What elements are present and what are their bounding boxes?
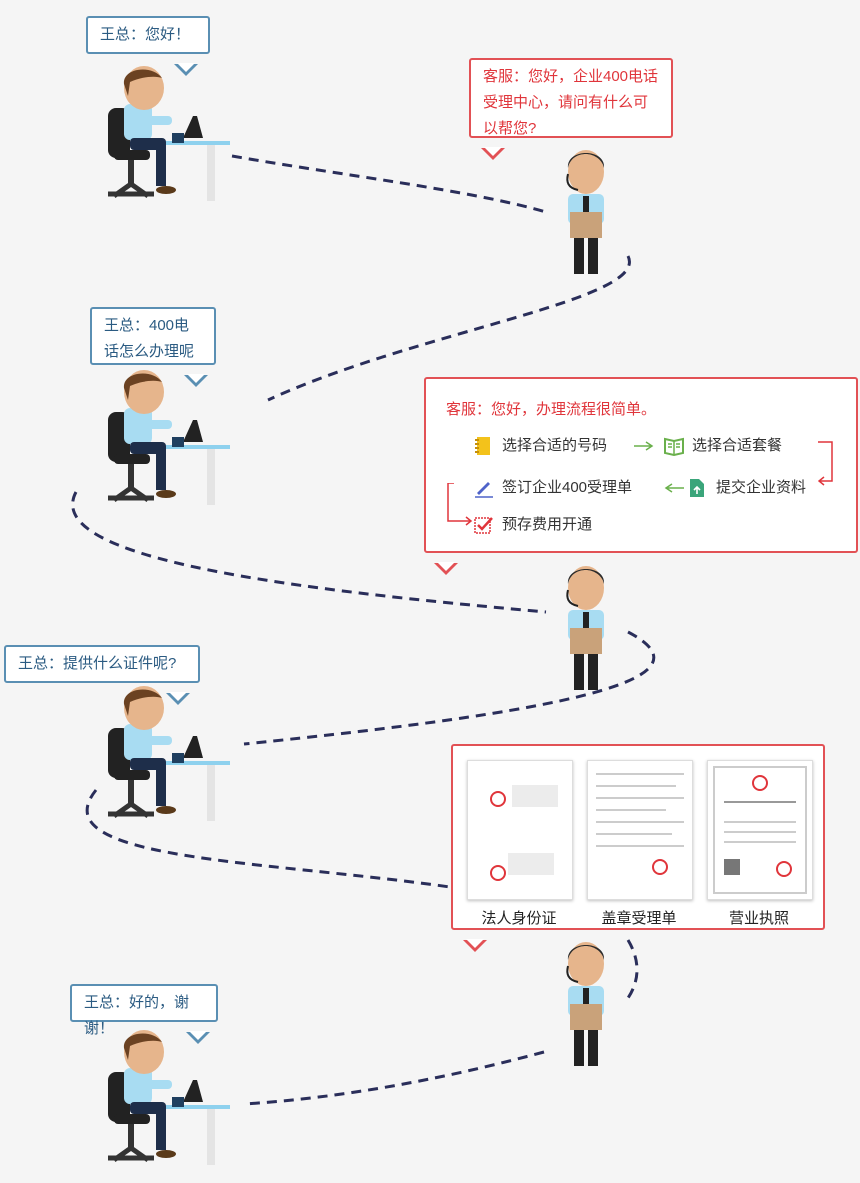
boss-question-bubble: 王总：400电话怎么办理呢	[90, 307, 216, 387]
boss-documents-question-bubble: 王总：提供什么证件呢?	[4, 645, 200, 705]
business-license-image	[707, 760, 813, 900]
process-step-3: 提交企业资料	[688, 475, 806, 501]
arrow-turn-right-icon	[447, 483, 473, 526]
process-step-2: 选择合适套餐	[664, 433, 782, 459]
agent-greeting-bubble: 客服：您好，企业400电话受理中心，请问有什么可以帮您?	[469, 58, 673, 160]
agent-figure-1	[566, 150, 605, 274]
arrow-left-icon	[664, 483, 684, 493]
document-label-id-card: 法人身份证	[481, 910, 557, 927]
process-step-label: 选择合适套餐	[692, 437, 783, 454]
boss-greeting-text: 王总：您好！	[100, 26, 191, 43]
boss-figure-2	[108, 370, 230, 505]
application-form-image	[587, 760, 693, 900]
arrow-right-icon	[634, 441, 654, 451]
process-intro-text: 客服：您好，办理流程很简单。	[446, 401, 657, 418]
upload-file-icon	[688, 478, 706, 498]
agent-greeting-text: 客服：您好，企业400电话受理中心，请问有什么可以帮您?	[483, 68, 659, 137]
process-step-label: 选择合适的号码	[502, 437, 608, 454]
arrow-turn-down-icon	[818, 441, 833, 486]
boss-documents-question-text: 王总：提供什么证件呢?	[18, 655, 177, 672]
boss-figure-1	[108, 66, 230, 201]
boss-figure-4	[108, 1030, 230, 1165]
process-step-4: 签订企业400受理单	[474, 475, 632, 501]
process-step-label: 签订企业400受理单	[502, 479, 633, 496]
agent-figure-2	[566, 566, 605, 690]
process-bubble: 客服：您好，办理流程很简单。 选择合适的号码 选择合适套餐 提交企业资料 签订企…	[424, 377, 858, 575]
pen-icon	[474, 478, 493, 498]
boss-figure-3	[108, 686, 230, 821]
boss-greeting-bubble: 王总：您好！	[86, 16, 210, 76]
process-step-1: 选择合适的号码	[474, 433, 607, 459]
id-card-image	[467, 760, 573, 900]
document-label-application-form: 盖章受理单	[601, 910, 677, 927]
checkbox-icon	[474, 515, 493, 535]
process-step-label: 预存费用开通	[502, 516, 593, 533]
boss-question-text: 王总：400电话怎么办理呢	[104, 317, 195, 360]
documents-bubble: 法人身份证 盖章受理单 营业执照	[451, 744, 825, 952]
book-icon	[664, 436, 684, 457]
boss-thanks-bubble: 王总：好的，谢谢！	[70, 984, 218, 1044]
boss-thanks-text: 王总：好的，谢谢！	[84, 994, 190, 1037]
process-step-5: 预存费用开通	[474, 512, 592, 538]
notebook-icon	[474, 436, 492, 456]
agent-figure-3	[566, 942, 605, 1066]
document-label-business-license: 营业执照	[728, 910, 789, 927]
process-step-label: 提交企业资料	[716, 479, 807, 496]
